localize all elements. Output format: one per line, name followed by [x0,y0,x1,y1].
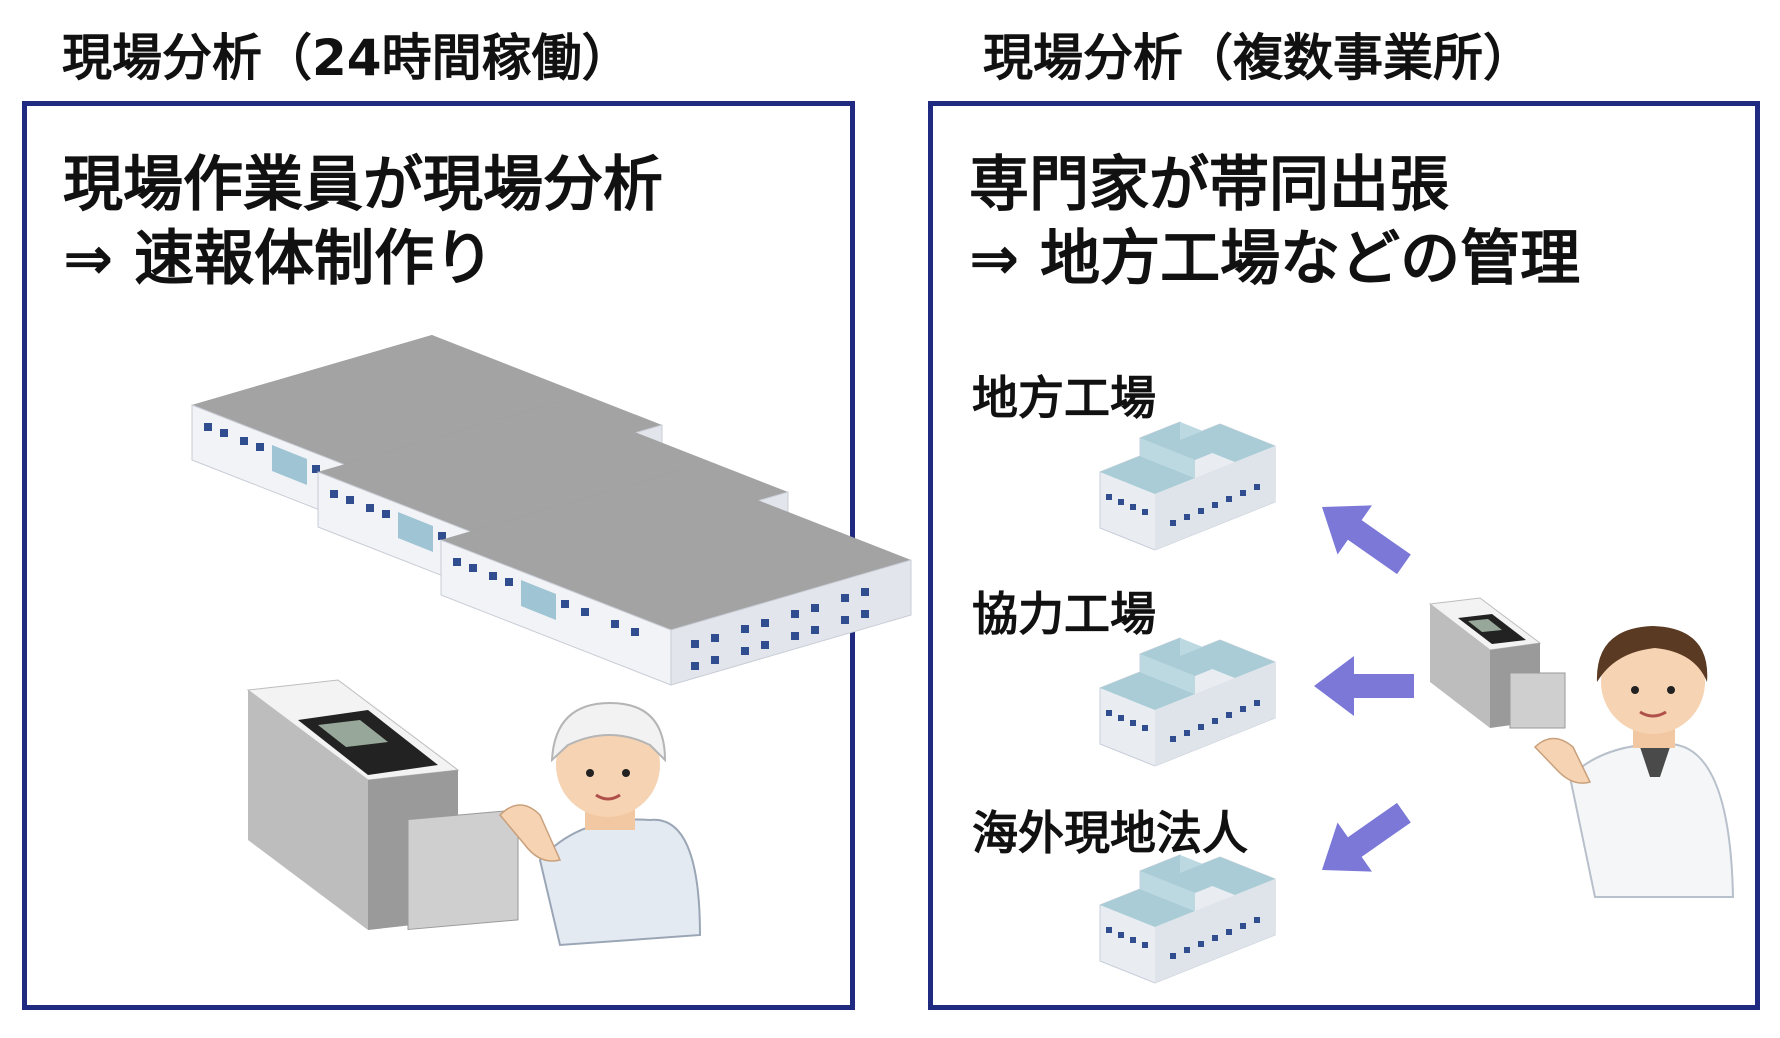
right-headline-line1: 専門家が帯同出張 [969,150,1449,220]
arrow-to-regional-factory [1304,482,1422,589]
left-headline-line2: ⇒ 速報体制作り [63,224,495,294]
right-headline: 専門家が帯同出張 ⇒ 地方工場などの管理 [969,148,1580,296]
worker-illustration [498,701,702,947]
right-panel-title: 現場分析（複数事業所） [983,29,1533,87]
left-panel: 現場作業員が現場分析 ⇒ 速報体制作り [22,101,855,1010]
factory-overseas [1099,854,1276,984]
expert-illustration [1533,626,1735,898]
right-headline-line2: ⇒ 地方工場などの管理 [969,224,1581,294]
factory-regional [1099,421,1276,551]
right-panel: 専門家が帯同出張 ⇒ 地方工場などの管理 [928,101,1760,1010]
analyzer-device-large [246,679,519,931]
analyzer-device-small [1428,597,1566,729]
left-headline: 現場作業員が現場分析 ⇒ 速報体制作り [63,148,663,296]
factory-partner [1099,637,1276,767]
arrow-to-partner-factory [1314,656,1414,716]
site-label-overseas-subsidiary: 海外現地法人 [972,806,1248,860]
left-headline-line1: 現場作業員が現場分析 [63,150,663,220]
left-panel-title: 現場分析（24時間稼働） [62,29,632,87]
site-label-regional-factory: 地方工場 [972,371,1156,425]
site-label-partner-factory: 協力工場 [972,587,1156,641]
arrow-to-overseas-subsidiary [1304,788,1422,895]
